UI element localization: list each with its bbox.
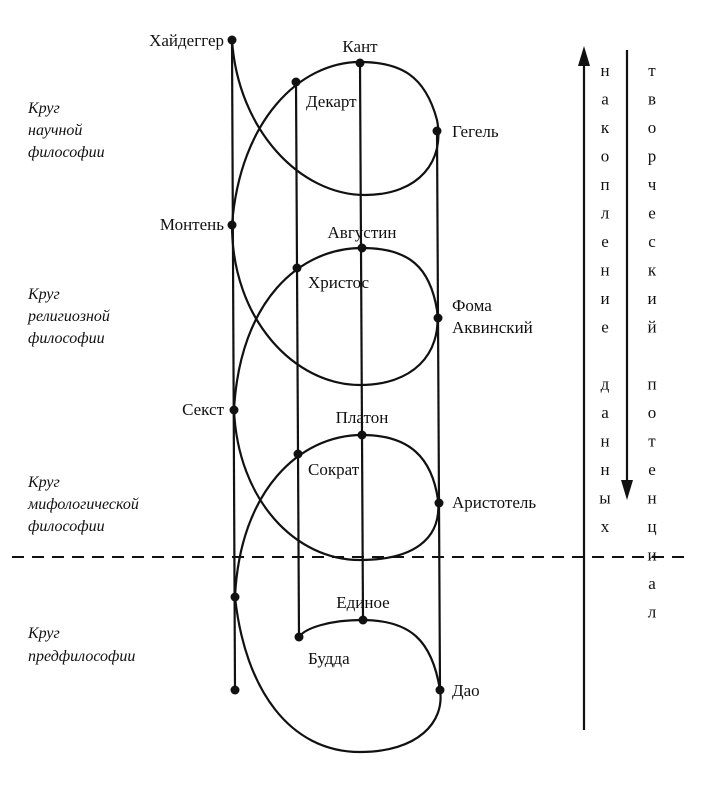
vertical-letter: й: [647, 318, 656, 337]
node-aristotle: [434, 498, 444, 508]
vertical-letter: о: [601, 147, 610, 166]
caption-prephilosophy-circle: Круг предфилософии: [27, 625, 135, 665]
vertical-letter: а: [648, 574, 656, 593]
vertical-letter: л: [601, 204, 610, 223]
caption-scientific-circle: Круг научной философии: [27, 100, 105, 161]
label-augustine: Августин: [328, 223, 397, 242]
vertical-letter: п: [600, 175, 609, 194]
caption-line: философии: [28, 144, 105, 161]
center-axis-line: [358, 62, 365, 621]
node-sextus: [229, 405, 239, 415]
up-arrow-head: [578, 46, 590, 66]
label-christ: Христос: [308, 273, 370, 292]
vertical-letter: л: [648, 603, 657, 622]
caption-line: мифологической: [27, 496, 139, 513]
vertical-letter: с: [648, 232, 656, 251]
node-socrates: [293, 449, 303, 459]
spiral-curve-2: [230, 224, 439, 411]
vertical-letter: и: [600, 289, 609, 308]
label-descartes: Декарт: [306, 92, 357, 111]
node-bottom-left: [230, 685, 240, 695]
vertical-letter: е: [648, 204, 656, 223]
vertical-letter: н: [600, 432, 609, 451]
vertical-letter: о: [648, 403, 657, 422]
vertical-letter: х: [601, 517, 610, 536]
vertical-letter: т: [648, 61, 656, 80]
vertical-letter: т: [648, 432, 656, 451]
label-montaigne: Монтень: [160, 215, 224, 234]
node-lower-left: [230, 592, 240, 602]
node-descartes: [291, 77, 301, 87]
caption-line: Круг: [27, 286, 60, 303]
inner-left-axis-line: [294, 81, 301, 638]
vertical-letter: к: [601, 118, 610, 137]
caption-line: философии: [28, 330, 105, 347]
vertical-letter: а: [601, 403, 609, 422]
vertical-letter: н: [600, 61, 609, 80]
vertical-letter: п: [647, 375, 656, 394]
left-axis-line: [230, 39, 237, 691]
label-sextus: Секст: [182, 400, 224, 419]
caption-mythological-circle: Круг мифологической философии: [27, 474, 139, 535]
vertical-letter: д: [601, 375, 610, 394]
node-montaigne: [227, 220, 237, 230]
label-socrates: Сократ: [308, 460, 360, 479]
caption-line: Круг: [27, 474, 60, 491]
caption-line: религиозной: [27, 308, 110, 325]
caption-line: Круг: [27, 625, 60, 642]
vertical-letter: и: [647, 546, 656, 565]
vertical-letter: р: [648, 147, 657, 166]
vertical-letter: в: [648, 90, 656, 109]
vertical-letter: е: [601, 318, 609, 337]
vertical-letter: к: [648, 261, 657, 280]
label-dao: Дао: [452, 681, 480, 700]
caption-line: Круг: [27, 100, 60, 117]
vertical-letter: н: [647, 489, 656, 508]
vertical-letter: е: [648, 460, 656, 479]
vertical-letter: н: [600, 261, 609, 280]
caption-line: философии: [28, 518, 105, 535]
caption-religious-circle: Круг религиозной философии: [27, 286, 110, 347]
vertical-letter: е: [601, 232, 609, 251]
label-aquinas-line1: Фома: [452, 296, 492, 315]
label-one: Единое: [336, 593, 389, 612]
node-christ: [292, 263, 302, 273]
node-augustine: [357, 243, 367, 253]
node-heidegger: [227, 35, 237, 45]
node-aquinas: [433, 313, 443, 323]
vertical-letter: н: [600, 460, 609, 479]
right-axis-line: [435, 130, 442, 691]
down-arrow-head: [621, 480, 633, 500]
node-one: [358, 615, 368, 625]
label-heidegger: Хайдеггер: [149, 31, 224, 50]
node-kant: [355, 58, 365, 68]
vertical-letter: и: [647, 289, 656, 308]
caption-line: научной: [28, 122, 82, 139]
node-dao: [435, 685, 445, 695]
label-plato: Платон: [336, 408, 389, 427]
vertical-letter: о: [648, 118, 657, 137]
node-buddha: [294, 632, 304, 642]
spiral-curve-1: [230, 39, 440, 226]
caption-line: предфилософии: [28, 648, 135, 665]
vertical-letter: а: [601, 90, 609, 109]
label-buddha: Будда: [308, 649, 350, 668]
node-plato: [357, 430, 367, 440]
spiral-curve-3: [232, 409, 440, 598]
node-hegel: [432, 126, 442, 136]
label-kant: Кант: [342, 37, 378, 56]
label-hegel: Гегель: [452, 122, 499, 141]
vertical-letter: ы: [599, 489, 611, 508]
label-aquinas-line2: Аквинский: [452, 318, 533, 337]
vertical-letter: ч: [648, 175, 657, 194]
vertical-letter: ц: [647, 517, 656, 536]
label-aristotle: Аристотель: [452, 493, 536, 512]
spiral-curve-4: [233, 596, 442, 754]
